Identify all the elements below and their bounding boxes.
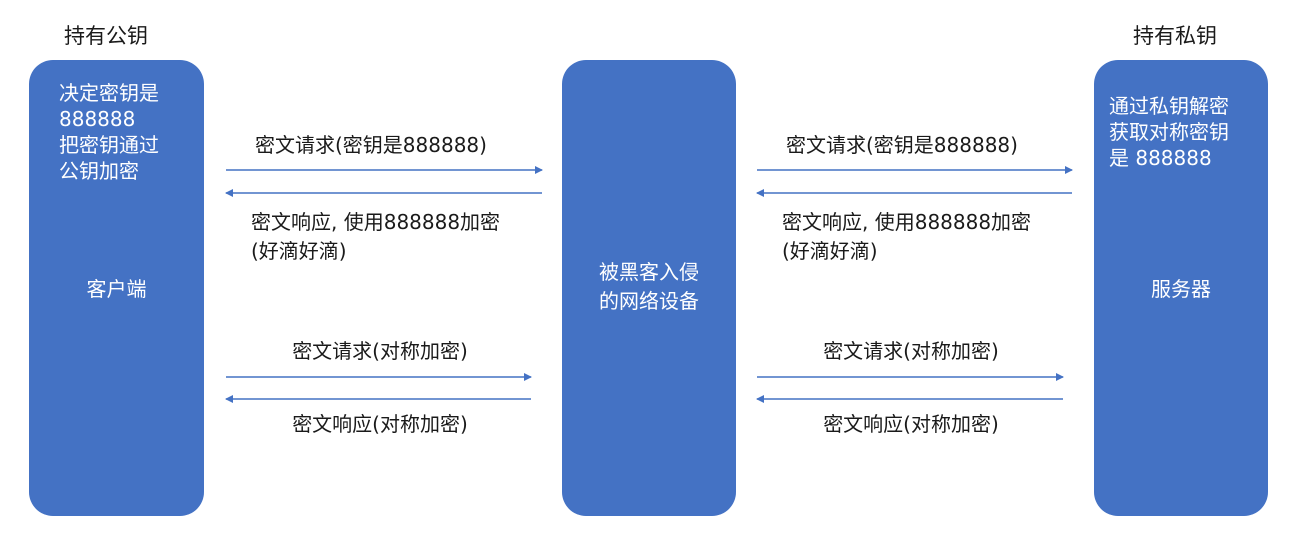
server-note-line-3: 是 888888: [1109, 146, 1212, 170]
server-note-line-1: 通过私钥解密: [1109, 94, 1229, 118]
right-response-label-1-line-2: (好滴好滴): [782, 239, 878, 263]
left-request-label-1: 密文请求(密钥是888888): [255, 133, 487, 157]
device-title-line-1: 被黑客入侵: [599, 260, 699, 284]
caption-private-key: 持有私钥: [1133, 24, 1217, 48]
client-box: 决定密钥是 888888 把密钥通过 公钥加密 客户端: [29, 60, 204, 516]
left-request-label-2: 密文请求(对称加密): [292, 339, 468, 363]
compromised-network-device: 被黑客入侵 的网络设备: [562, 60, 736, 516]
right-response-label-1-line-1: 密文响应, 使用888888加密: [782, 210, 1032, 234]
client-note: 决定密钥是 888888 把密钥通过 公钥加密: [59, 80, 159, 184]
server-box: 通过私钥解密 获取对称密钥 是 888888 服务器: [1094, 60, 1268, 516]
left-response-label-1-line-2: (好滴好滴): [251, 239, 347, 263]
right-response-label-2: 密文响应(对称加密): [823, 412, 999, 436]
left-response-label-1-line-1: 密文响应, 使用888888加密: [251, 210, 501, 234]
client-note-line-2: 888888: [59, 107, 136, 131]
server-note: 通过私钥解密 获取对称密钥 是 888888: [1109, 93, 1229, 171]
device-title-line-2: 的网络设备: [599, 289, 699, 313]
device-title: 被黑客入侵 的网络设备: [562, 258, 736, 316]
client-title: 客户端: [86, 277, 147, 301]
client-note-line-4: 公钥加密: [59, 159, 139, 183]
left-response-label-2: 密文响应(对称加密): [292, 412, 468, 436]
right-request-label-2: 密文请求(对称加密): [823, 339, 999, 363]
client-note-line-3: 把密钥通过: [59, 133, 159, 157]
right-request-label-1: 密文请求(密钥是888888): [786, 133, 1018, 157]
server-note-line-2: 获取对称密钥: [1109, 120, 1229, 144]
caption-public-key: 持有公钥: [64, 24, 148, 48]
server-title: 服务器: [1151, 277, 1211, 301]
client-note-line-1: 决定密钥是: [59, 81, 159, 105]
